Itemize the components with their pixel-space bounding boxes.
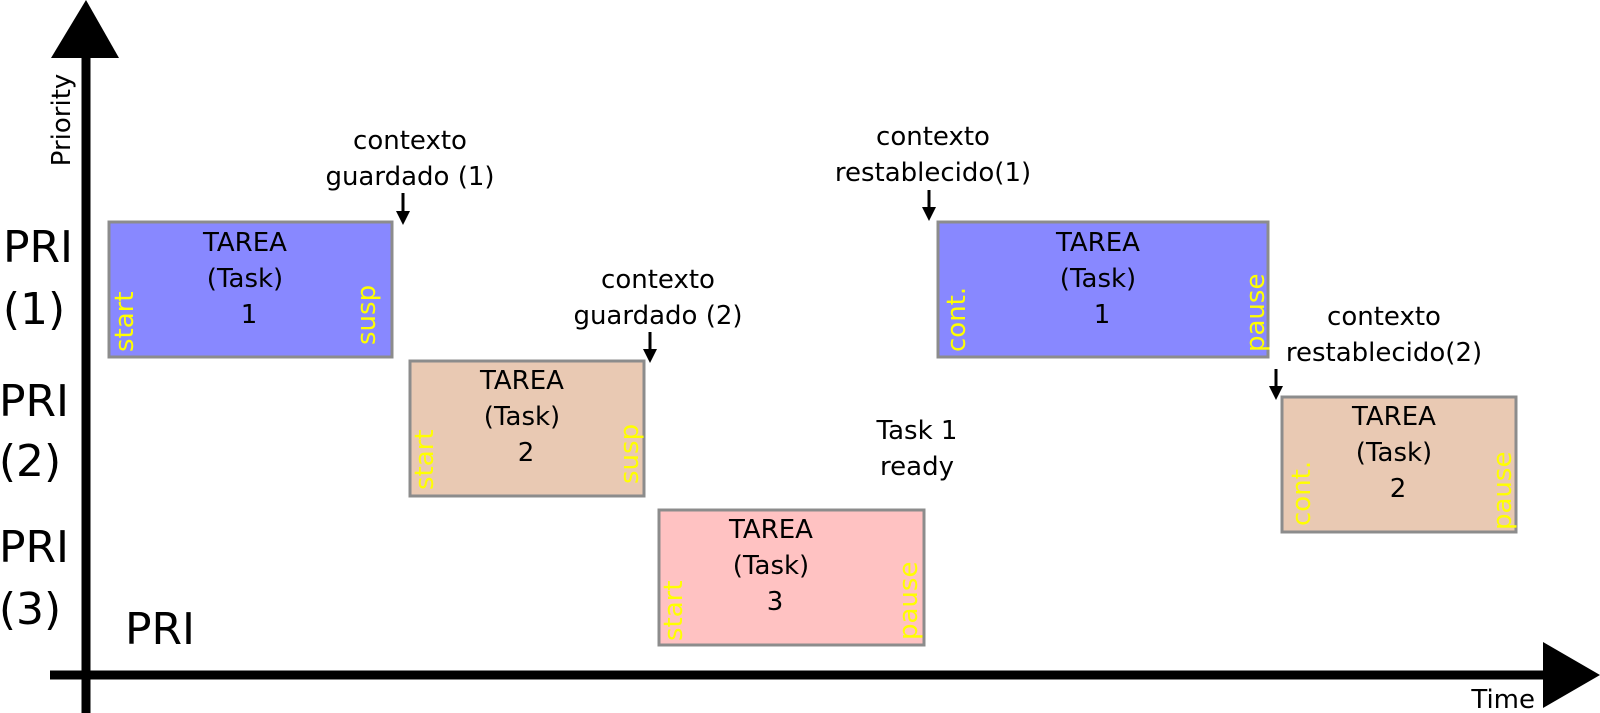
task-box-3-end-label: pause xyxy=(894,562,924,640)
task-box-2-title: TAREA xyxy=(479,366,564,396)
task-box-5: TAREA (Task) 2 cont. pause xyxy=(1280,395,1518,534)
task-box-4-end-label: pause xyxy=(1241,274,1271,352)
pri-2-number: (2) xyxy=(0,436,61,487)
task-box-4-subtitle: (Task) xyxy=(1060,264,1136,294)
task-box-5-rect xyxy=(1280,395,1518,534)
task-box-4-number: 1 xyxy=(1094,300,1111,330)
axes: Priority Time xyxy=(47,0,1600,713)
y-axis-label: Priority xyxy=(47,74,77,167)
task-box-3: TAREA (Task) 3 start pause xyxy=(657,508,926,647)
task-box-2-end-label: susp xyxy=(615,424,645,484)
annotation-guardado-2-line2: guardado (2) xyxy=(573,301,742,331)
task-box-4-start-label: cont. xyxy=(942,287,972,352)
x-axis-label: Time xyxy=(1470,685,1535,713)
annotation-restablecido-1-line1: contexto xyxy=(876,122,990,152)
task-box-3-number: 3 xyxy=(767,587,784,617)
task-box-1: TAREA (Task) 1 start susp xyxy=(107,220,394,359)
task-box-4: TAREA (Task) 1 cont. pause xyxy=(936,220,1271,359)
annotation-guardado-1-line2: guardado (1) xyxy=(325,162,494,192)
task-box-1-rect xyxy=(107,220,394,359)
annotation-restablecido-1-arrowhead xyxy=(922,207,936,221)
task-box-3-subtitle: (Task) xyxy=(733,551,809,581)
task-box-2: TAREA (Task) 2 start susp xyxy=(408,359,646,498)
annotation-guardado-1-arrowhead xyxy=(396,211,410,225)
pri-extra-label: PRI xyxy=(125,604,195,655)
task1-ready-line2: ready xyxy=(880,452,954,482)
y-axis-arrowhead xyxy=(51,0,119,58)
annotation-restablecido-1: contexto restablecido(1) xyxy=(835,122,1031,221)
pri-labels: PRI (1) PRI (2) PRI (3) PRI xyxy=(0,222,195,655)
task-box-1-end-label: susp xyxy=(352,285,382,345)
task-box-2-rect xyxy=(408,359,646,498)
task-box-2-subtitle: (Task) xyxy=(484,402,560,432)
task-box-5-end-label: pause xyxy=(1488,452,1518,530)
task-box-3-title: TAREA xyxy=(728,515,813,545)
annotation-restablecido-2-line1: contexto xyxy=(1327,302,1441,332)
task-box-5-number: 2 xyxy=(1390,474,1407,504)
task-box-1-title: TAREA xyxy=(202,228,287,258)
pri-2-label: PRI xyxy=(0,376,69,427)
annotation-restablecido-2-arrowhead xyxy=(1269,386,1283,400)
annotation-restablecido-2-line2: restablecido(2) xyxy=(1286,338,1482,368)
task1-ready-line1: Task 1 xyxy=(876,416,958,446)
annotation-restablecido-1-line2: restablecido(1) xyxy=(835,158,1031,188)
annotation-guardado-2: contexto guardado (2) xyxy=(573,265,743,363)
x-axis-arrowhead xyxy=(1543,642,1600,708)
task-box-4-title: TAREA xyxy=(1055,228,1140,258)
annotation-guardado-1: contexto guardado (1) xyxy=(325,126,495,225)
task-box-1-subtitle: (Task) xyxy=(207,264,283,294)
task-box-3-rect xyxy=(657,508,926,647)
task-box-1-number: 1 xyxy=(241,300,258,330)
task1-ready-note: Task 1 ready xyxy=(876,416,958,482)
annotation-guardado-1-line1: contexto xyxy=(353,126,467,156)
annotation-restablecido-2: contexto restablecido(2) xyxy=(1269,302,1482,400)
task-box-5-subtitle: (Task) xyxy=(1356,438,1432,468)
task-box-5-start-label: cont. xyxy=(1287,461,1317,526)
task-box-2-start-label: start xyxy=(410,429,440,490)
task-box-1-start-label: start xyxy=(110,291,140,352)
pri-1-label: PRI xyxy=(3,222,73,273)
pri-3-number: (3) xyxy=(0,584,61,635)
task-box-5-title: TAREA xyxy=(1351,402,1436,432)
pri-3-label: PRI xyxy=(0,522,69,573)
task-box-2-number: 2 xyxy=(518,438,535,468)
pri-1-number: (1) xyxy=(3,284,65,335)
task-box-4-rect xyxy=(936,220,1270,359)
annotation-guardado-2-arrowhead xyxy=(643,349,657,363)
task-box-3-start-label: start xyxy=(659,580,689,641)
annotation-guardado-2-line1: contexto xyxy=(601,265,715,295)
